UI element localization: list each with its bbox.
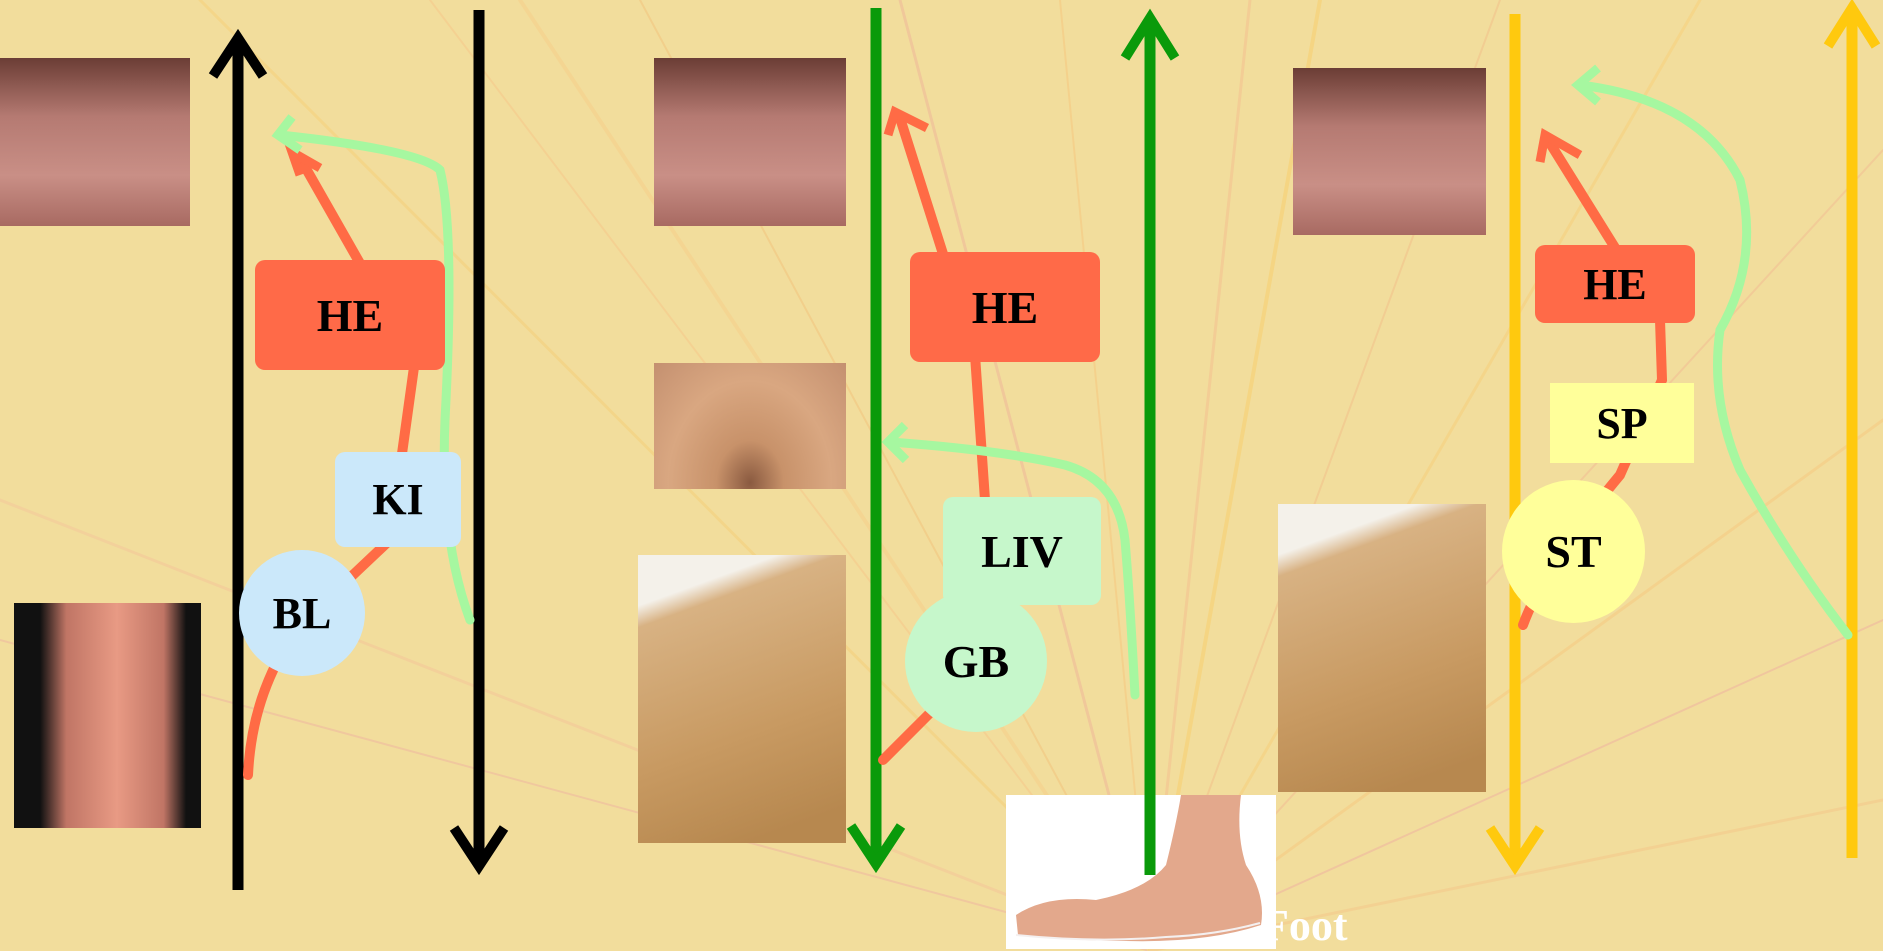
gb-circle: GB [905,590,1047,732]
foot-caption: Foot [1262,900,1348,951]
ki-box: KI [335,452,461,547]
sp-box: SP [1550,383,1694,463]
he-box-2: HE [910,252,1100,362]
liv-box: LIV [943,497,1101,605]
bl-circle: BL [239,550,365,676]
green-flow-line-1 [280,135,470,620]
he-box-1: HE [255,260,445,370]
st-circle: ST [1502,480,1645,623]
he-box-3: HE [1535,245,1695,323]
